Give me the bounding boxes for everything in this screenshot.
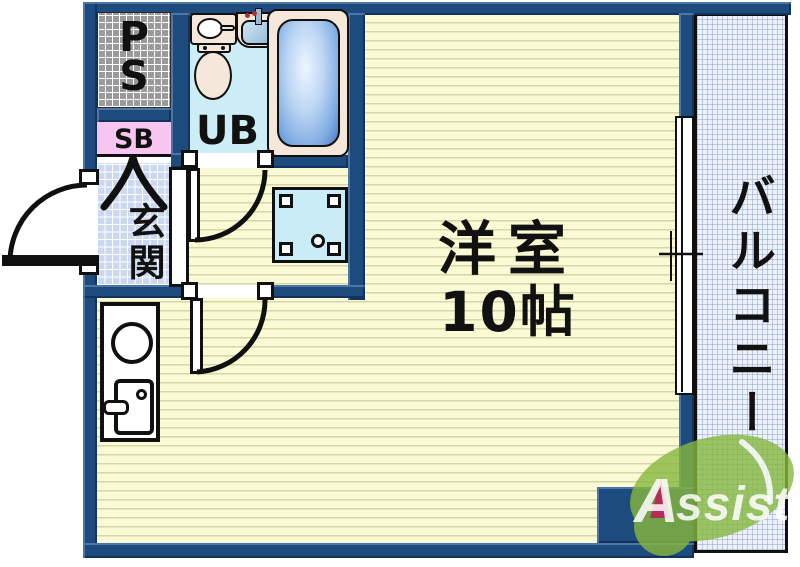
assist-logo: A ssist xyxy=(630,434,794,556)
basin-faucet xyxy=(255,8,262,25)
logo-initial: A xyxy=(632,467,679,536)
pipe-space-label: PS xyxy=(118,13,150,100)
toilet-hinge-dot-left xyxy=(203,46,207,50)
pipe-space xyxy=(97,12,171,108)
logo-rest: ssist xyxy=(676,478,791,531)
room-door-opening xyxy=(186,285,272,298)
pan-drain xyxy=(311,234,325,248)
ub-door-jamb-left xyxy=(181,150,198,168)
front-door-leaf xyxy=(2,255,99,266)
wall-right-upper xyxy=(679,13,694,118)
front-door-opening xyxy=(83,184,97,262)
room-door-leaf xyxy=(190,298,203,374)
room-door-jamb-right xyxy=(257,282,274,300)
front-door-jamb-top xyxy=(79,169,99,185)
front-door-swing-arc xyxy=(7,182,88,263)
basin-knob-right xyxy=(252,11,257,16)
ub-door-jamb-right xyxy=(257,150,274,168)
room-door-jamb-left xyxy=(181,282,198,300)
balcony-label: バルコニー xyxy=(720,172,775,442)
logo-accent-triangle xyxy=(650,478,670,518)
wall-left xyxy=(83,2,97,558)
wall-bottom xyxy=(83,543,694,558)
shoe-box xyxy=(97,122,171,157)
main-room-label: 洋室 10帖 xyxy=(408,215,608,344)
stove-handle xyxy=(103,400,129,415)
pan-corner-bottom-left xyxy=(279,242,293,256)
stove-burner-knob xyxy=(136,389,147,400)
wall-ps-column xyxy=(171,13,190,168)
pan-corner-top-right xyxy=(327,194,341,208)
wall-hall-south-left xyxy=(83,285,186,298)
entrance-label: 玄関 xyxy=(122,202,165,284)
ub-door-leaf xyxy=(188,168,200,242)
toilet-flush-handle xyxy=(220,25,235,31)
kitchen-unit xyxy=(100,302,160,442)
ub-door-opening xyxy=(186,153,272,168)
basin-knob-left xyxy=(245,13,250,18)
main-room-name: 洋室 xyxy=(437,215,578,283)
shoe-box-label: SB xyxy=(113,124,155,155)
washing-machine-pan xyxy=(272,187,348,263)
entrance-partition-sliding-door xyxy=(169,167,189,287)
pan-corner-bottom-right xyxy=(327,242,341,256)
wall-ps-sb-divider xyxy=(97,108,171,122)
wall-hall-south-right xyxy=(272,285,365,298)
window-rail-line xyxy=(681,118,683,392)
balcony-sliding-window xyxy=(675,116,694,395)
unit-bath-label: UB xyxy=(196,108,259,154)
logo-leaf-vein xyxy=(739,439,774,505)
logo-leaf-lobe xyxy=(634,496,694,556)
pan-corner-top-left xyxy=(279,194,293,208)
kitchen-sink xyxy=(111,322,153,364)
toilet-hinge-dot-right xyxy=(221,46,225,50)
wall-bath-side xyxy=(348,13,365,300)
toilet-bowl xyxy=(194,51,232,100)
main-room-size: 10帖 xyxy=(439,279,577,344)
bathtub xyxy=(277,19,340,147)
